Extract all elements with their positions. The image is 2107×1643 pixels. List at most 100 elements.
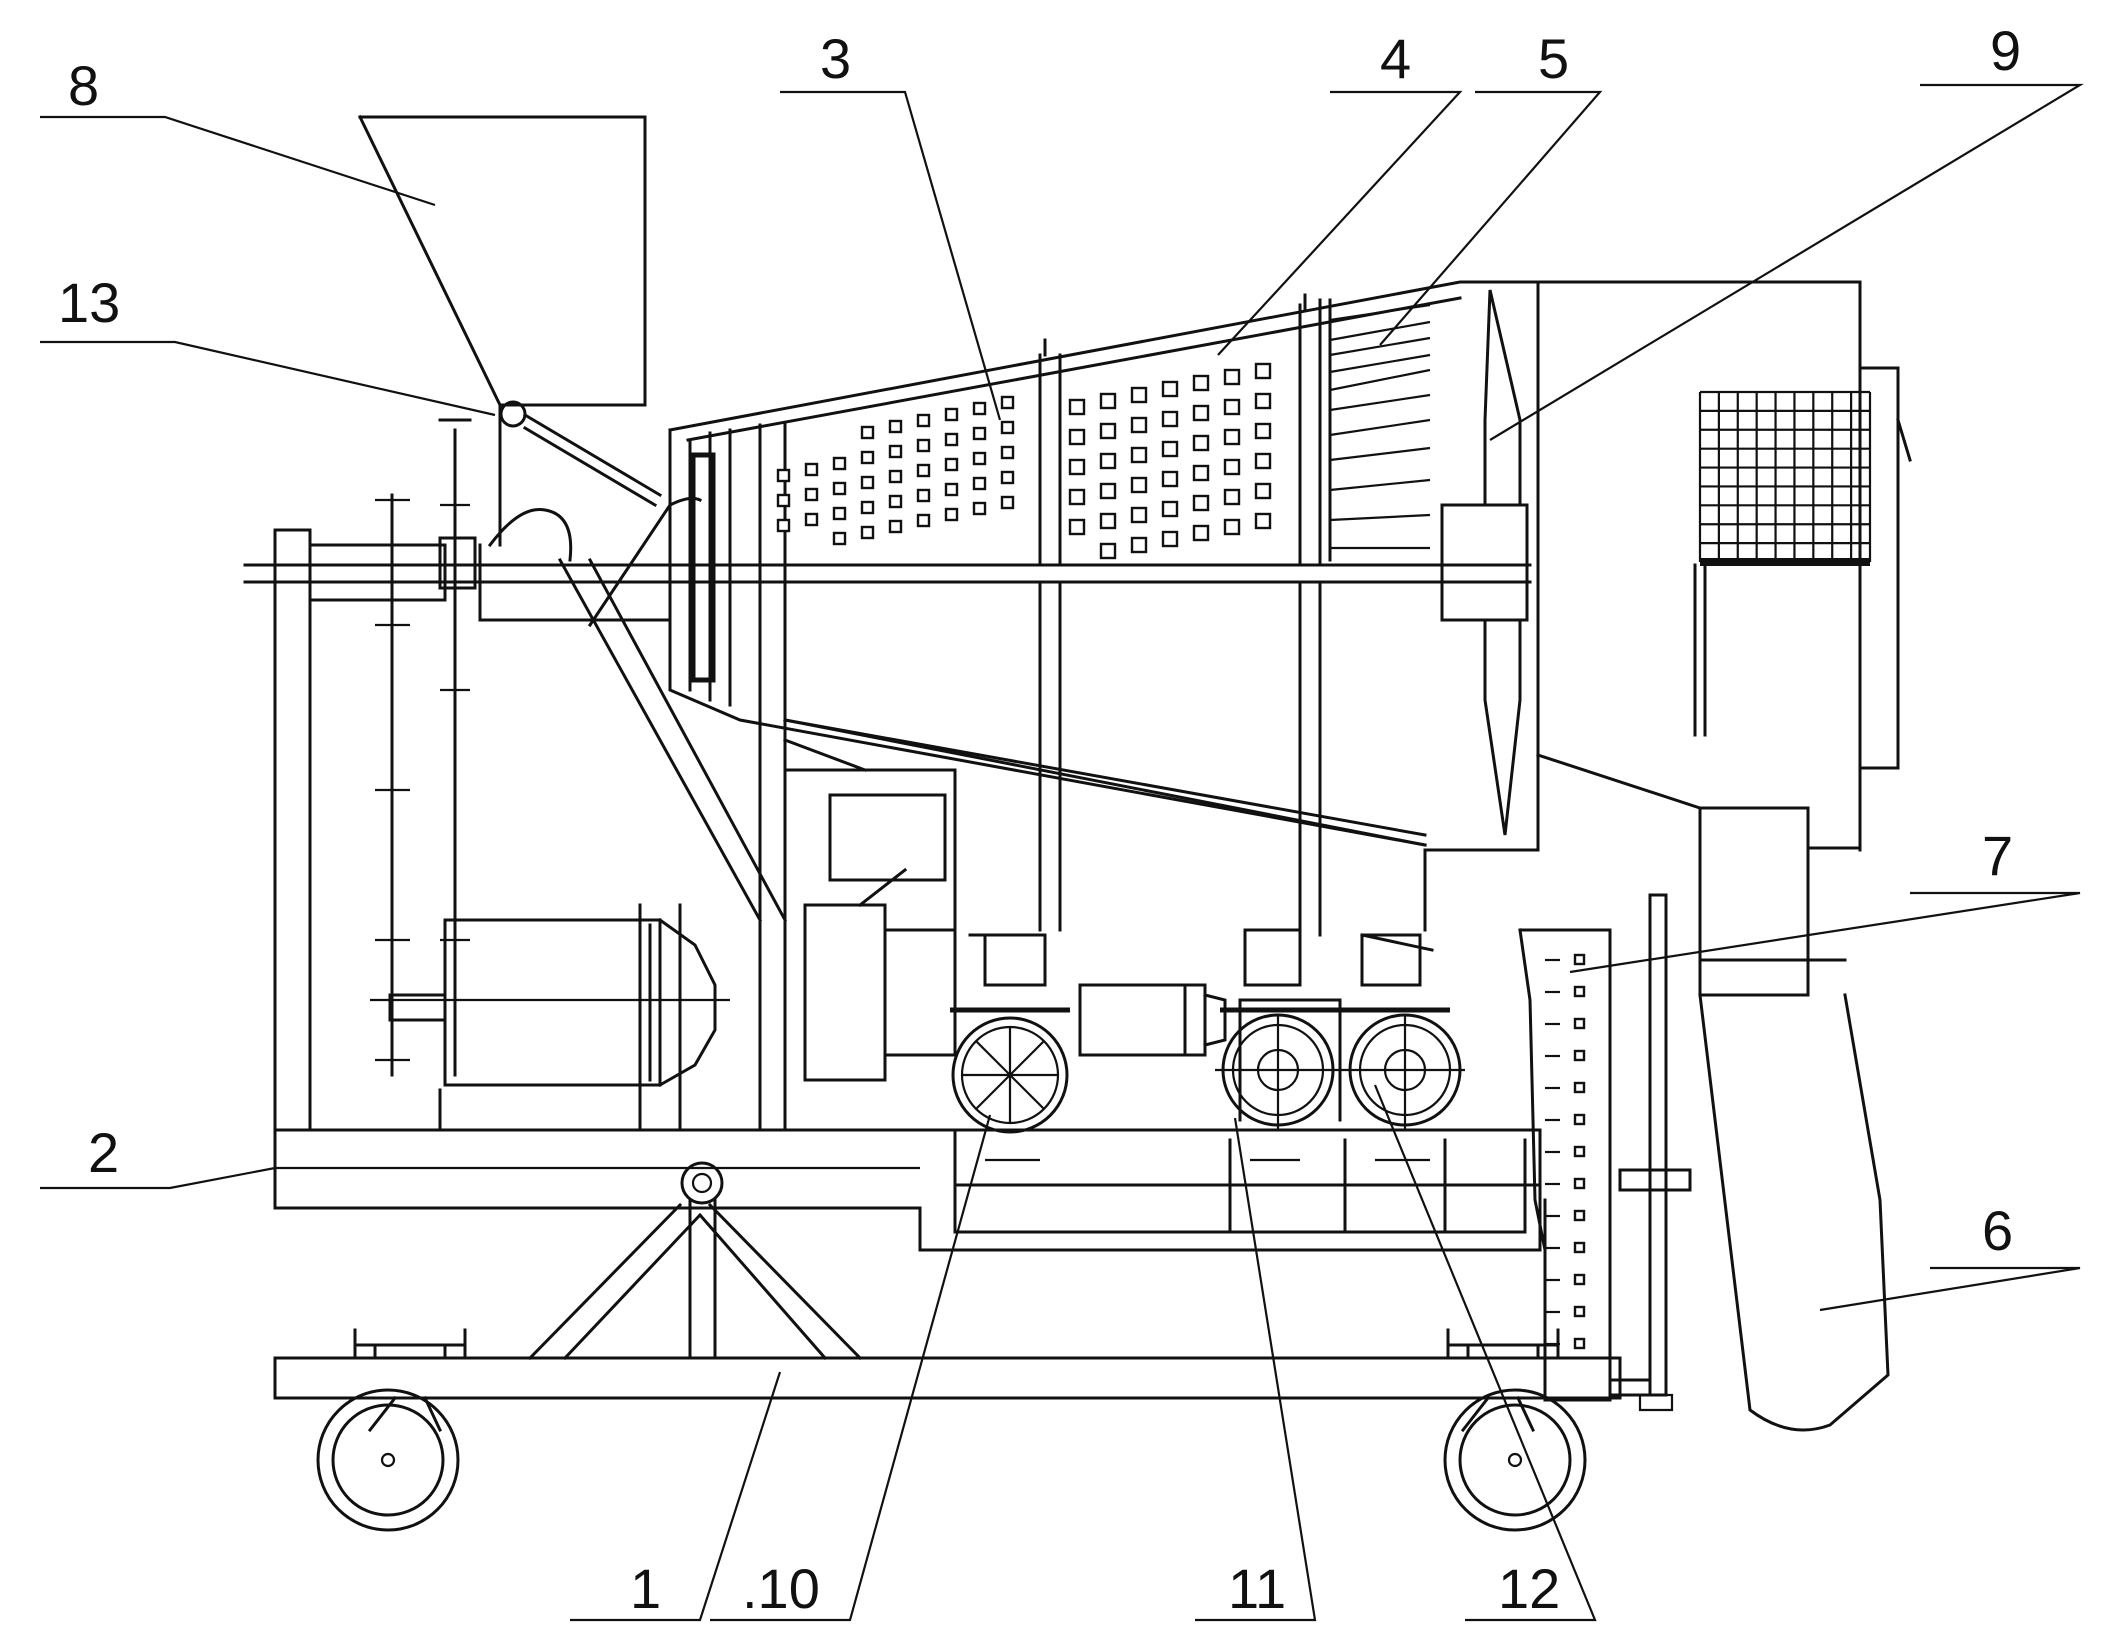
feed-chute — [487, 496, 788, 923]
screen-hole — [1000, 495, 1015, 510]
screen-hole — [1000, 445, 1015, 460]
screen-hole — [804, 487, 819, 502]
label-10: .10 — [742, 1557, 820, 1620]
screen-hole — [1223, 518, 1241, 536]
motor-small — [1078, 983, 1227, 1057]
screen-hole — [1130, 506, 1148, 524]
screen-hole — [1161, 440, 1179, 458]
screen-hole — [1161, 530, 1179, 548]
scale-mark — [1573, 1081, 1586, 1094]
screen-hole — [916, 463, 931, 478]
screen-hole — [1161, 500, 1179, 518]
screen-hole — [860, 525, 875, 540]
scale-markings — [1545, 953, 1586, 1350]
screen-hole — [888, 444, 903, 459]
screen-hole — [944, 482, 959, 497]
wheel-left — [316, 1388, 460, 1532]
screen-hole — [916, 438, 931, 453]
screen-hole — [1161, 410, 1179, 428]
label-4: 4 — [1380, 27, 1411, 90]
outlet-screen-grid — [1698, 390, 1872, 566]
label-9: 9 — [1990, 19, 2021, 82]
label-6: 6 — [1982, 1199, 2013, 1262]
screen-hole — [1254, 482, 1272, 500]
scale-mark — [1573, 1305, 1586, 1318]
screen-hole — [1223, 428, 1241, 446]
screen-hole — [1000, 395, 1015, 410]
screen-hole — [1192, 524, 1210, 542]
label-3: 3 — [820, 27, 851, 90]
screen-hole — [944, 432, 959, 447]
scale-mark — [1573, 1049, 1586, 1062]
screen-hole — [804, 462, 819, 477]
screen-hole — [916, 413, 931, 428]
screen-hole — [944, 407, 959, 422]
screen-hole — [1099, 452, 1117, 470]
screen-hole — [860, 475, 875, 490]
screen-hole — [1254, 512, 1272, 530]
screen-hole — [1099, 512, 1117, 530]
scale-mark — [1573, 1113, 1586, 1126]
screen-hole — [1254, 422, 1272, 440]
screen-hole — [1223, 458, 1241, 476]
screen-hole — [1161, 470, 1179, 488]
label-1: 1 — [630, 1557, 661, 1620]
screen-hole — [972, 401, 987, 416]
screen-hole — [1130, 476, 1148, 494]
scale-mark — [1573, 953, 1586, 966]
scale-mark — [1573, 1273, 1586, 1286]
screen-hole — [860, 425, 875, 440]
leader-lines — [40, 83, 2084, 1622]
a-frame-support — [527, 1161, 863, 1361]
screen-hole — [888, 419, 903, 434]
scale-mark — [1573, 1241, 1586, 1254]
screen-hole — [1130, 416, 1148, 434]
screen-hole — [1068, 488, 1086, 506]
screen-hole — [1068, 398, 1086, 416]
screen-hole — [1130, 446, 1148, 464]
screen-hole — [1099, 422, 1117, 440]
screen-hole — [776, 518, 791, 533]
base-frame — [273, 1328, 1622, 1433]
screen-hole — [972, 501, 987, 516]
screen-hole — [1254, 392, 1272, 410]
screen-hole — [944, 457, 959, 472]
drum-housing — [668, 280, 1862, 937]
drive-pulleys — [375, 418, 472, 1077]
screen-hole — [1192, 494, 1210, 512]
main-shaft — [243, 536, 1532, 602]
scale-mark — [1573, 1177, 1586, 1190]
label-7: 7 — [1982, 824, 2013, 887]
scale-mark — [1573, 1145, 1586, 1158]
scale-mark — [1573, 1337, 1586, 1350]
screen-hole — [916, 513, 931, 528]
screen-hole — [1192, 434, 1210, 452]
screen-hole — [776, 468, 791, 483]
roller-unit-12 — [1340, 933, 1465, 1234]
screen-hole — [888, 519, 903, 534]
adjustment-rod — [1608, 893, 1692, 1412]
discharge-chute — [1698, 958, 1890, 1432]
screen-hole — [860, 500, 875, 515]
label-13: 13 — [58, 271, 120, 334]
screen-hole — [1223, 488, 1241, 506]
part-labels: 8 13 3 4 5 9 7 6 2 1 .10 11 12 — [58, 19, 2021, 1620]
screen-hole — [1192, 374, 1210, 392]
screen-hole — [832, 531, 847, 546]
screen-hole — [1130, 386, 1148, 404]
screen-hole — [832, 456, 847, 471]
screen-hole — [972, 451, 987, 466]
screen-hole — [888, 469, 903, 484]
screen-hole — [1223, 398, 1241, 416]
screen-hole — [1000, 420, 1015, 435]
scale-channel — [1518, 928, 1612, 1402]
screen-hole — [860, 450, 875, 465]
screen-hole — [776, 493, 791, 508]
screen-section-3 — [776, 395, 1015, 546]
screen-hole — [1161, 380, 1179, 398]
screen-hole — [832, 481, 847, 496]
screen-hole — [1099, 482, 1117, 500]
screen-hole — [916, 488, 931, 503]
screen-hole — [1068, 428, 1086, 446]
